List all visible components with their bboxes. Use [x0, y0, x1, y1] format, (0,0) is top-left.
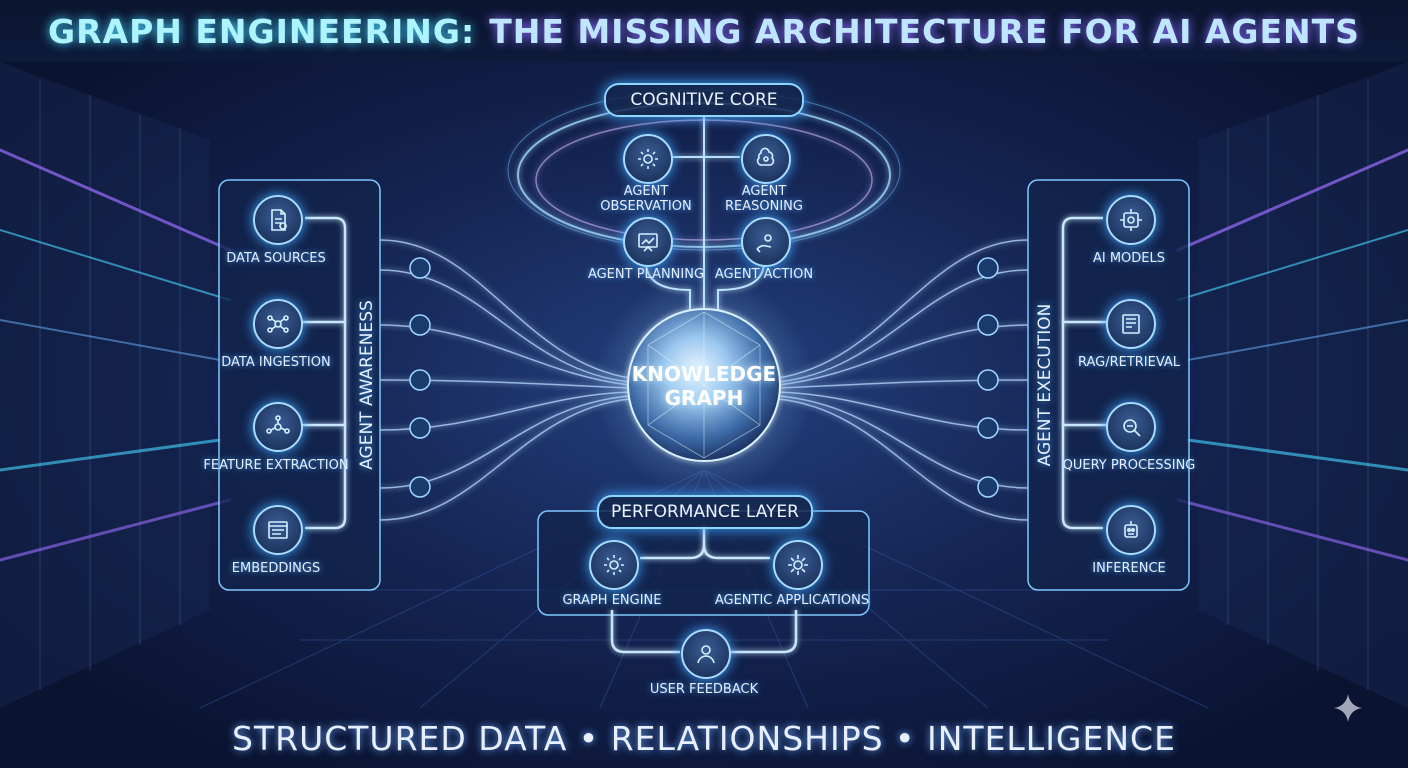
agent-awareness-branches	[300, 320, 345, 427]
agent-awareness-label: AGENT AWARENESS	[357, 300, 377, 470]
agent-planning-node[interactable]	[623, 217, 673, 267]
brain-gear-icon	[756, 147, 775, 166]
agent-execution-branches	[1063, 320, 1108, 427]
agent-action-label: AGENT ACTION	[714, 267, 814, 282]
document-icon	[271, 209, 287, 231]
user-feedback-node[interactable]	[681, 629, 731, 679]
right-item-0-node[interactable]	[1106, 195, 1156, 245]
gear-chip-icon	[1120, 209, 1142, 231]
left-server-wall	[0, 62, 210, 708]
graph-engine-node[interactable]	[589, 540, 639, 590]
left-item-0-label: DATA SOURCES	[226, 251, 326, 266]
right-item-0-label: AI MODELS	[1092, 251, 1166, 266]
robot-icon	[1124, 521, 1138, 538]
left-item-1-label: DATA INGESTION	[221, 355, 331, 370]
agent-planning-label: AGENT PLANNING	[587, 267, 705, 282]
agentic-applications-label: AGENTIC APPLICATIONS	[714, 593, 870, 608]
right-server-wall	[1198, 62, 1408, 708]
right-flow-nodes	[977, 257, 999, 498]
agent-execution-connector	[1061, 216, 1103, 530]
sparkle-icon	[1334, 694, 1362, 722]
left-item-2-node[interactable]	[253, 402, 303, 452]
agentic-applications-node[interactable]	[773, 540, 823, 590]
agent-observation-label: AGENT OBSERVATION	[600, 184, 692, 214]
hand-gear-icon	[756, 234, 772, 253]
left-item-0-node[interactable]	[253, 195, 303, 245]
gear-icon	[604, 555, 624, 575]
agent-reasoning-label: AGENT REASONING	[725, 184, 803, 214]
gear-icon	[638, 149, 658, 169]
right-item-2-label: QUERY PROCESSING	[1062, 458, 1196, 473]
agent-observation-node[interactable]	[623, 134, 673, 184]
page-title: GRAPH ENGINEERING: THE MISSING ARCHITECT…	[0, 0, 1408, 62]
light-streaks	[0, 148, 1408, 562]
title-rest: THE MISSING ARCHITECTURE FOR AI AGENTS	[489, 11, 1360, 51]
cognitive-core-label[interactable]: COGNITIVE CORE	[604, 83, 804, 117]
knowledge-graph-label: KNOWLEDGE GRAPH	[631, 362, 777, 410]
right-item-1-label: RAG/RETRIEVAL	[1077, 355, 1181, 370]
title-highlight: GRAPH ENGINEERING:	[48, 11, 476, 51]
network-gear-icon	[788, 555, 808, 575]
user-feedback-label: USER FEEDBACK	[649, 682, 759, 697]
list-window-icon	[268, 521, 288, 539]
knowledge-graph-facets	[647, 311, 761, 459]
right-item-3-label: INFERENCE	[1092, 561, 1166, 576]
agent-awareness-connector	[305, 216, 347, 530]
user-icon	[697, 645, 715, 664]
footer-tagline: STRUCTURED DATA • RELATIONSHIPS • INTELL…	[232, 718, 1176, 758]
hub-icon	[266, 415, 290, 434]
agent-execution-label: AGENT EXECUTION	[1035, 303, 1055, 467]
chart-board-icon	[638, 233, 658, 252]
left-item-3-node[interactable]	[253, 505, 303, 555]
right-item-2-node[interactable]	[1106, 402, 1156, 452]
left-item-1-node[interactable]	[253, 299, 303, 349]
agent-execution-panel	[1027, 179, 1190, 591]
left-item-3-label: EMBEDDINGS	[231, 561, 321, 576]
performance-layer-label[interactable]: PERFORMANCE LAYER	[597, 495, 813, 529]
right-item-1-node[interactable]	[1106, 299, 1156, 349]
agent-reasoning-node[interactable]	[741, 134, 791, 184]
left-flow-nodes	[409, 257, 431, 498]
magnifier-icon	[1123, 419, 1141, 437]
database-list-icon	[1122, 314, 1140, 334]
right-item-3-node[interactable]	[1106, 505, 1156, 555]
agent-action-node[interactable]	[741, 217, 791, 267]
agent-awareness-panel	[218, 179, 381, 591]
performance-layer-connectors	[610, 526, 798, 654]
left-item-2-label: FEATURE EXTRACTION	[203, 458, 349, 473]
graph-engine-label: GRAPH ENGINE	[562, 593, 662, 608]
network-icon	[267, 315, 289, 333]
